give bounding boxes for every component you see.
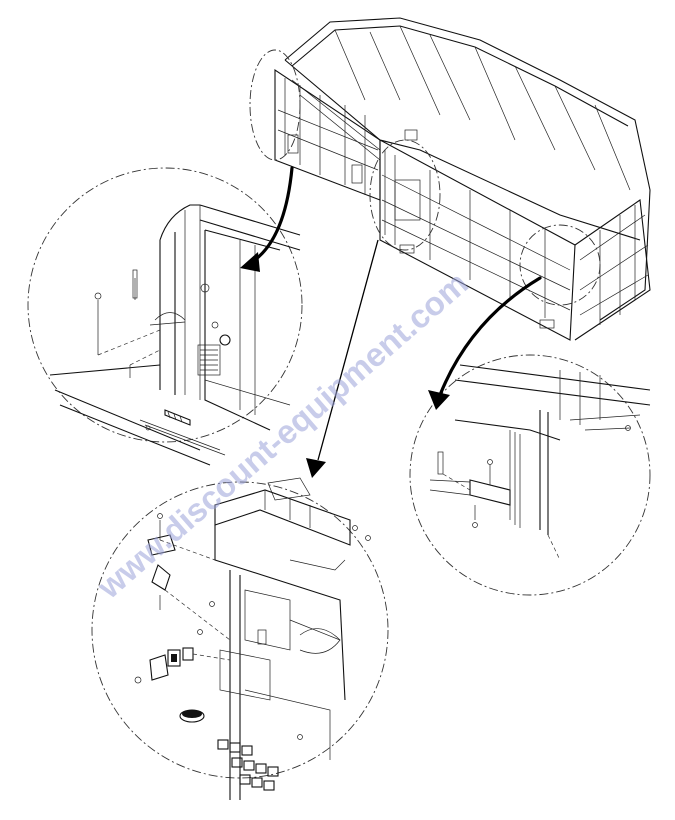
platform-cage-assembly bbox=[249, 17, 651, 341]
detail-circle-left bbox=[27, 167, 303, 466]
arrow-to-right-detail bbox=[438, 276, 542, 397]
arrow-to-bottom-detail bbox=[317, 239, 379, 461]
connector-chain bbox=[217, 739, 279, 791]
detail-circle-bottom bbox=[91, 477, 389, 800]
detail-pointer-arrows bbox=[240, 166, 542, 478]
arrow-to-left-detail bbox=[250, 166, 294, 264]
detail-circle-right bbox=[409, 354, 651, 596]
watermark-text: www.discount-equipment.com bbox=[90, 264, 475, 606]
